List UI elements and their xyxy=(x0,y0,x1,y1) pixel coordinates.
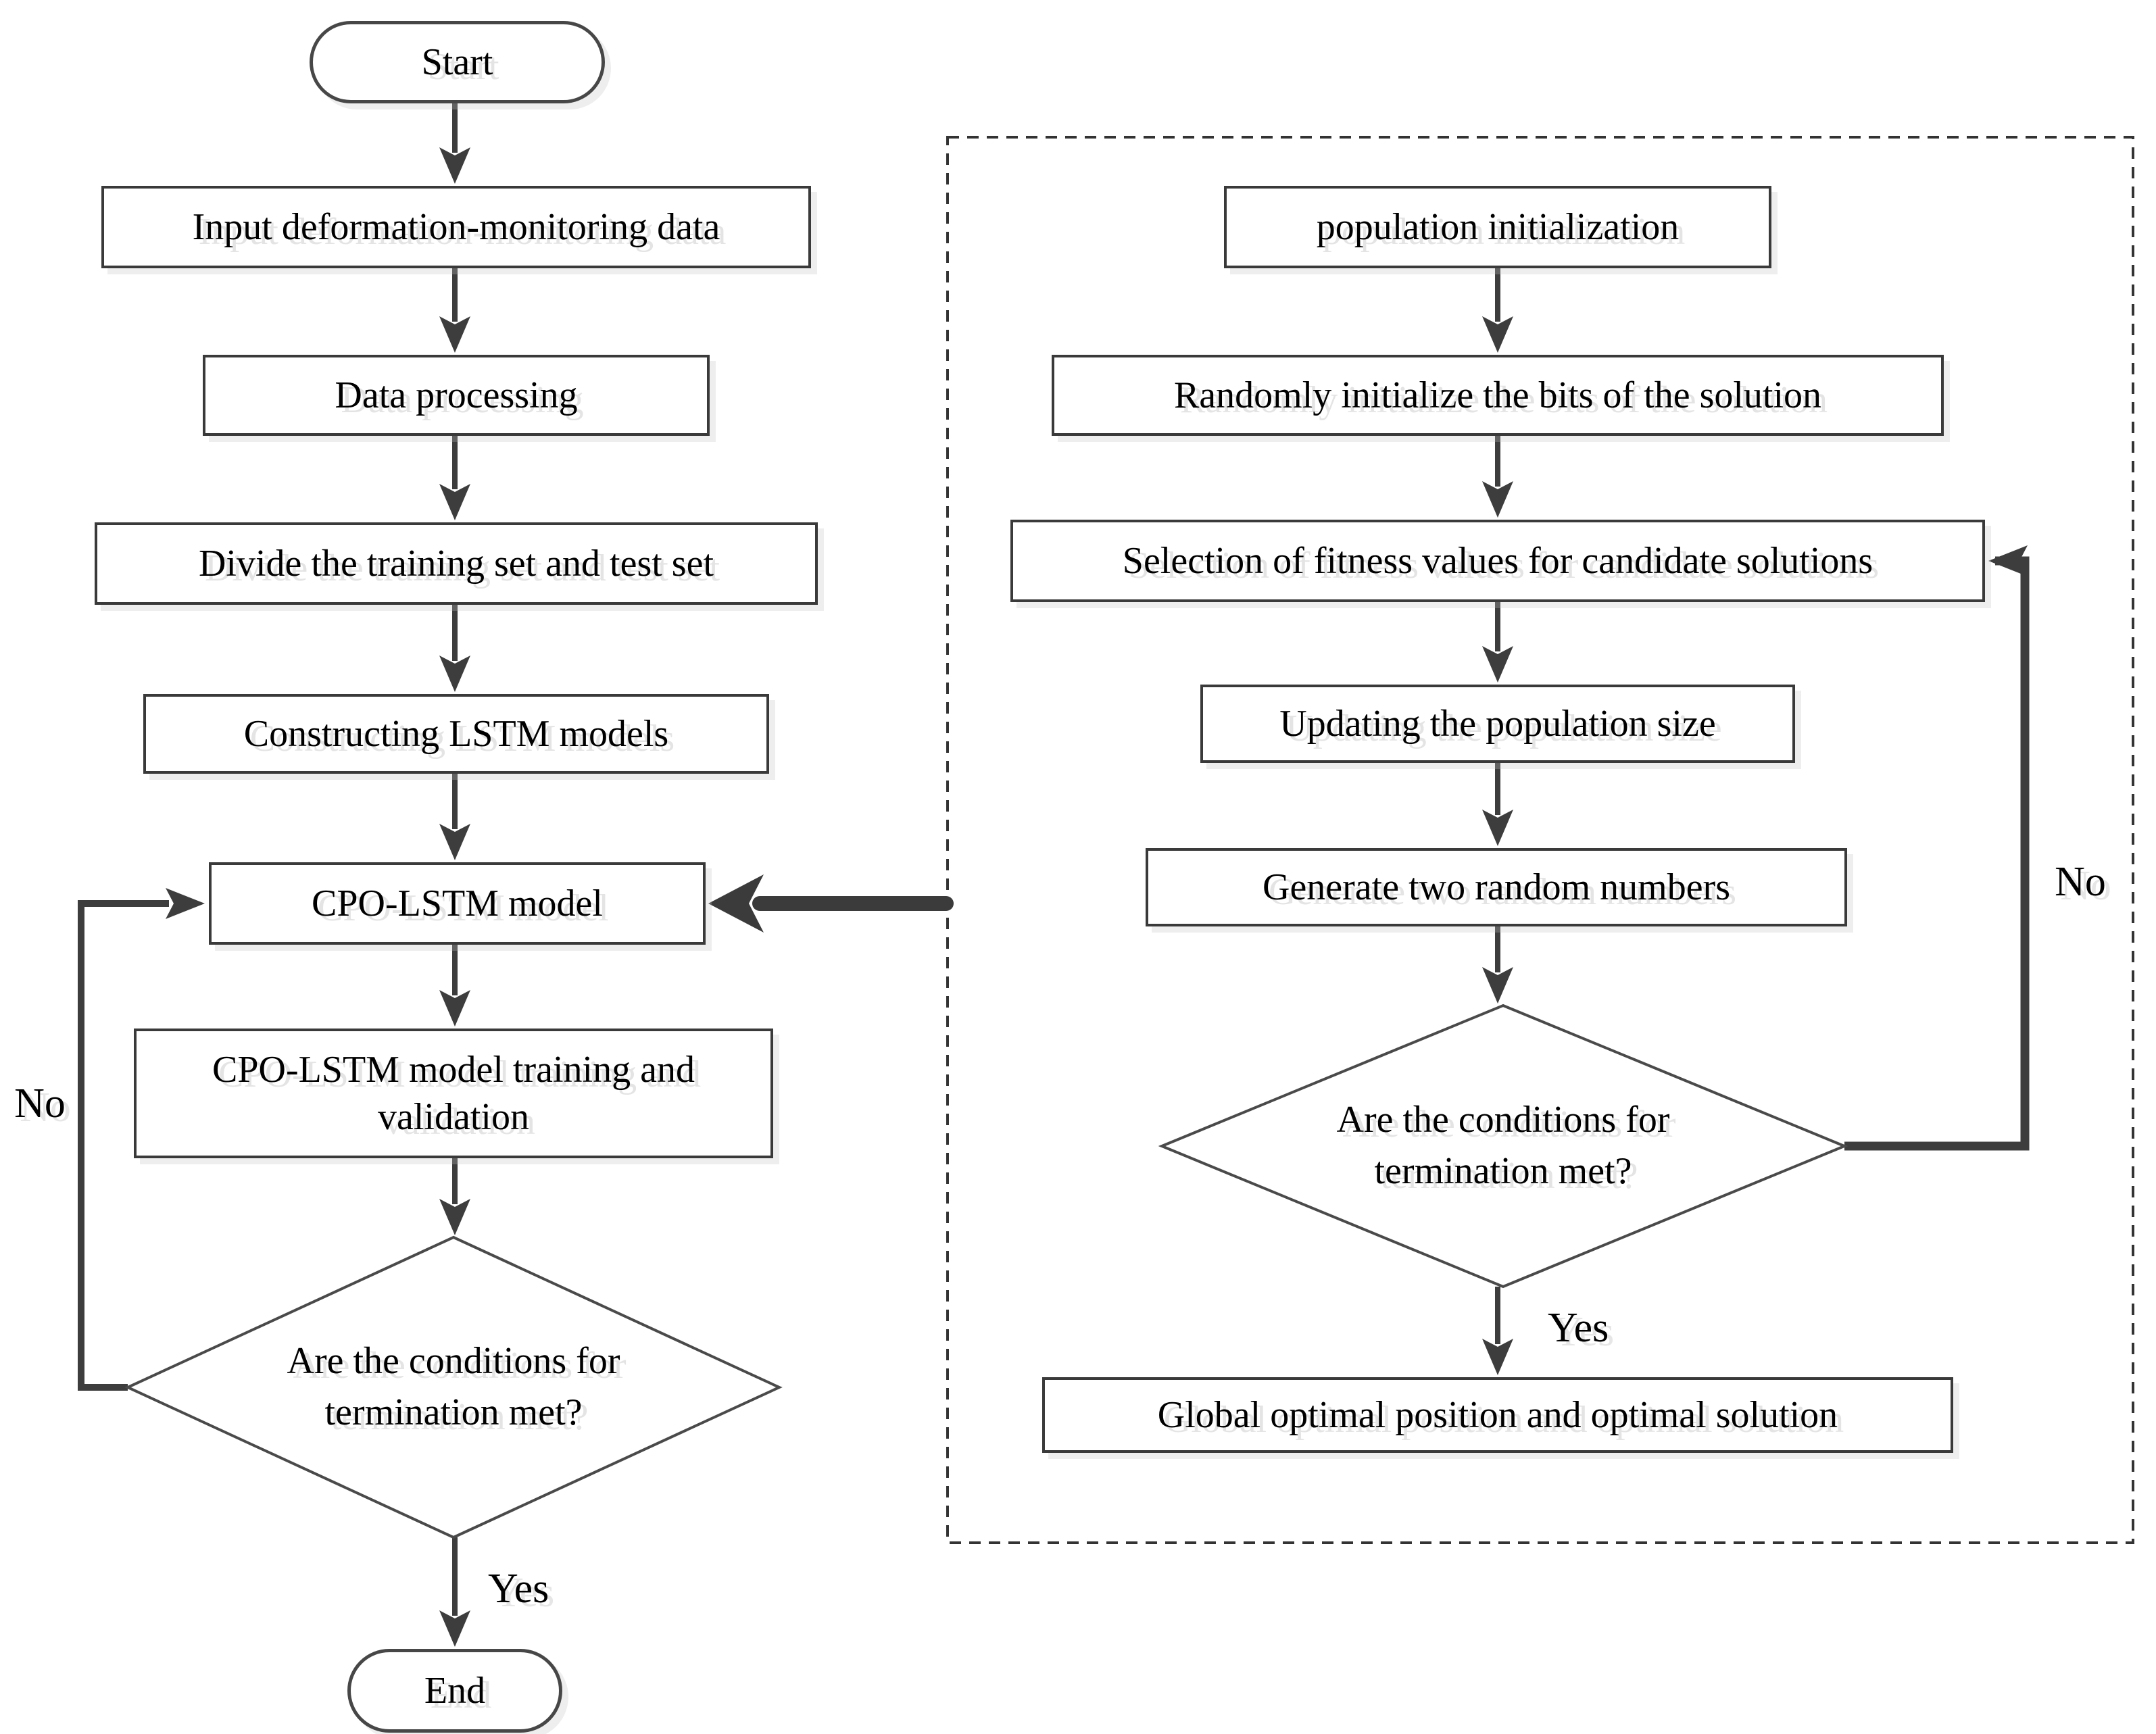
node-global-optimal: Global optimal position and optimal solu… xyxy=(1042,1377,1953,1453)
right-no-loop xyxy=(1844,545,2030,1151)
node-fitness-selection: Selection of fitness values for candidat… xyxy=(1010,520,1985,602)
node-label: Are the conditions for termination met? xyxy=(287,1340,620,1433)
left-termination-decision-label: Are the conditions for termination met? xyxy=(224,1330,683,1445)
right-termination-decision-label: Are the conditions for termination met? xyxy=(1273,1089,1733,1204)
node-cpo-lstm: CPO-LSTM model xyxy=(209,862,706,945)
right-yes-label: Yes xyxy=(1548,1305,1609,1351)
node-label: Data processing xyxy=(335,374,578,416)
node-label: CPO-LSTM model xyxy=(312,883,603,924)
node-label: Are the conditions for termination met? xyxy=(1336,1099,1670,1192)
node-random-init: Randomly initialize the bits of the solu… xyxy=(1052,355,1944,436)
node-label: population initialization xyxy=(1316,206,1680,248)
node-input-data: Input deformation-monitoring data xyxy=(101,186,811,268)
node-generate-random: Generate two random numbers xyxy=(1146,848,1847,926)
left-termination-diamond xyxy=(124,1235,783,1539)
right-flow-arrows xyxy=(1482,268,1513,1375)
node-label: End xyxy=(424,1670,486,1712)
node-start: Start xyxy=(310,21,605,103)
node-label: Generate two random numbers xyxy=(1263,866,1730,908)
node-label: Global optimal position and optimal solu… xyxy=(1157,1394,1838,1436)
node-label: Divide the training set and test set xyxy=(198,543,714,585)
cpo-panel-dashed-border xyxy=(946,136,2134,1544)
node-label: Updating the population size xyxy=(1279,703,1716,745)
node-training-validation: CPO-LSTM model training and validation xyxy=(134,1029,773,1158)
node-label: Start xyxy=(421,41,493,83)
left-flow-arrows xyxy=(439,103,470,1647)
left-no-label: No xyxy=(14,1081,66,1126)
node-population-init: population initialization xyxy=(1224,186,1771,268)
node-update-population: Updating the population size xyxy=(1200,685,1795,763)
node-label: Selection of fitness values for candidat… xyxy=(1122,540,1873,582)
node-end: End xyxy=(347,1649,562,1733)
node-divide-sets: Divide the training set and test set xyxy=(95,522,818,605)
right-no-label: No xyxy=(2055,859,2106,905)
node-data-processing: Data processing xyxy=(203,355,710,436)
left-yes-label: Yes xyxy=(488,1566,549,1612)
node-construct-lstm: Constructing LSTM models xyxy=(143,694,769,774)
node-label: Constructing LSTM models xyxy=(243,713,669,755)
panel-to-cpo-lstm-arrow xyxy=(708,874,954,933)
left-no-loop xyxy=(78,888,205,1391)
node-label: Input deformation-monitoring data xyxy=(192,206,720,248)
right-termination-diamond xyxy=(1158,1004,1848,1289)
node-label: Randomly initialize the bits of the solu… xyxy=(1173,374,1822,416)
node-label: CPO-LSTM model training and validation xyxy=(212,1049,695,1138)
